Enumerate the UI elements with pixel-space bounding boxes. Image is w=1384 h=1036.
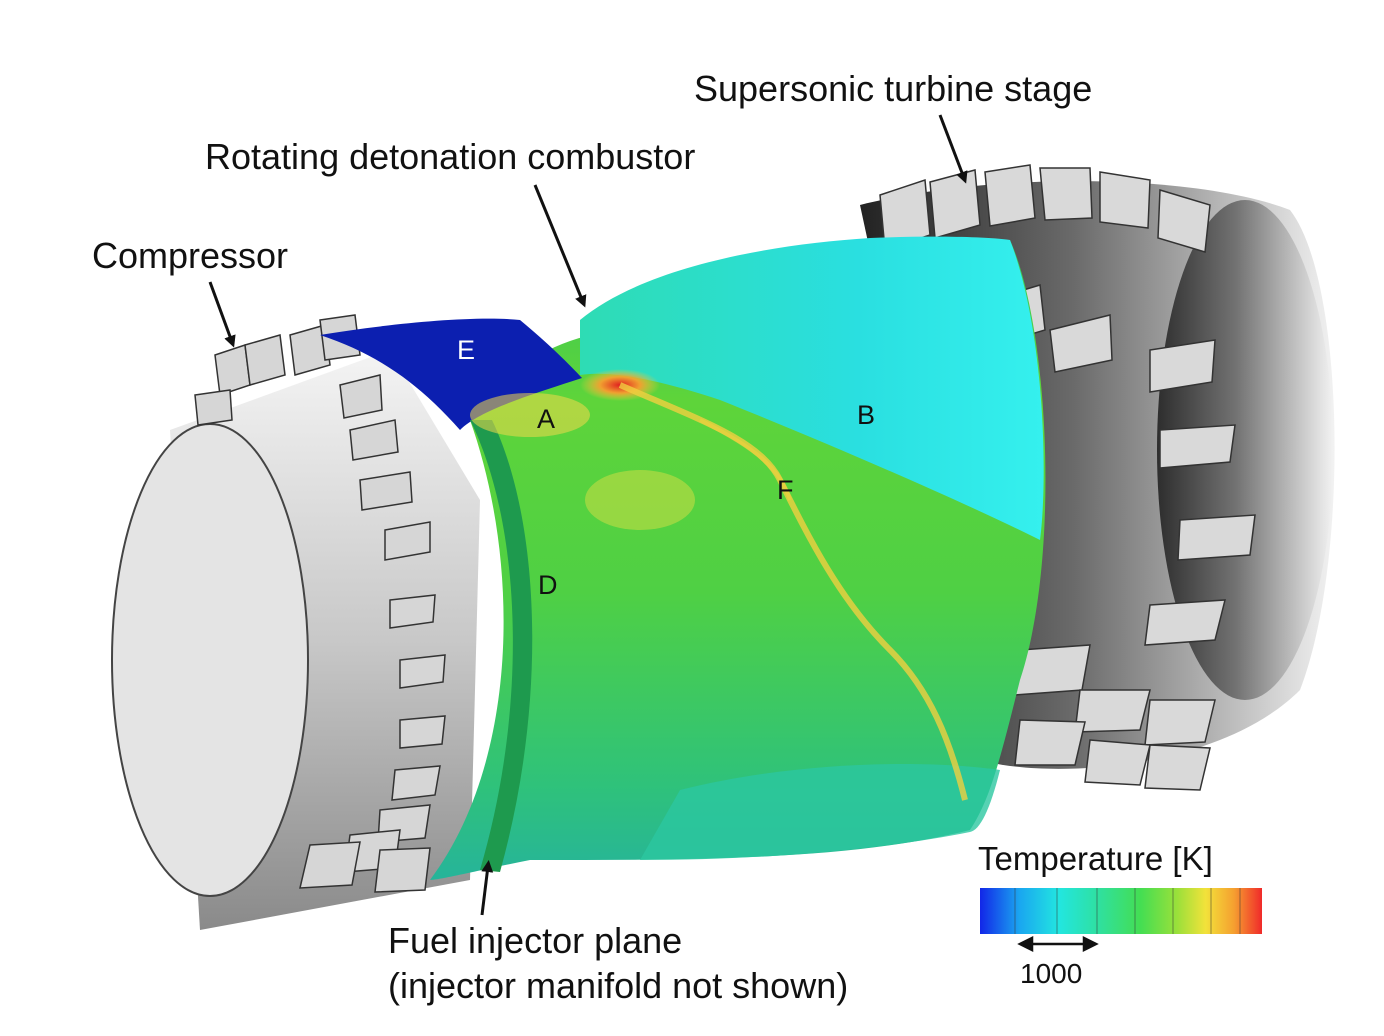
- callout-arrows: [208, 114, 968, 916]
- turbine-blades: [879, 164, 1256, 791]
- injector-label-line2: (injector manifold not shown): [388, 965, 849, 1006]
- compressor-hub: [111, 350, 480, 930]
- injector-label-line1: Fuel injector plane: [388, 920, 683, 961]
- region-label-a: A: [537, 404, 556, 434]
- combustor-arrow: [533, 184, 587, 308]
- turbine-label: Supersonic turbine stage: [694, 68, 1093, 109]
- region-label-e: E: [457, 335, 476, 365]
- combustor: [320, 236, 1046, 880]
- compressor-label: Compressor: [92, 235, 289, 276]
- region-label-c: C: [534, 303, 554, 333]
- legend-title: Temperature [K]: [978, 840, 1213, 877]
- injector-arrow: [480, 860, 494, 916]
- legend-scale-arrow: [1017, 935, 1099, 953]
- combustor-label: Rotating detonation combustor: [205, 136, 696, 177]
- compressor-blades: [194, 314, 446, 893]
- turbine-arrow: [938, 114, 968, 184]
- legend-scale-value: 1000: [1020, 958, 1083, 989]
- compressor-arrow: [208, 281, 236, 348]
- legend-colorbar: [980, 888, 1262, 934]
- region-label-b: B: [857, 400, 876, 430]
- region-label-f: F: [777, 475, 794, 505]
- region-label-d: D: [538, 570, 558, 600]
